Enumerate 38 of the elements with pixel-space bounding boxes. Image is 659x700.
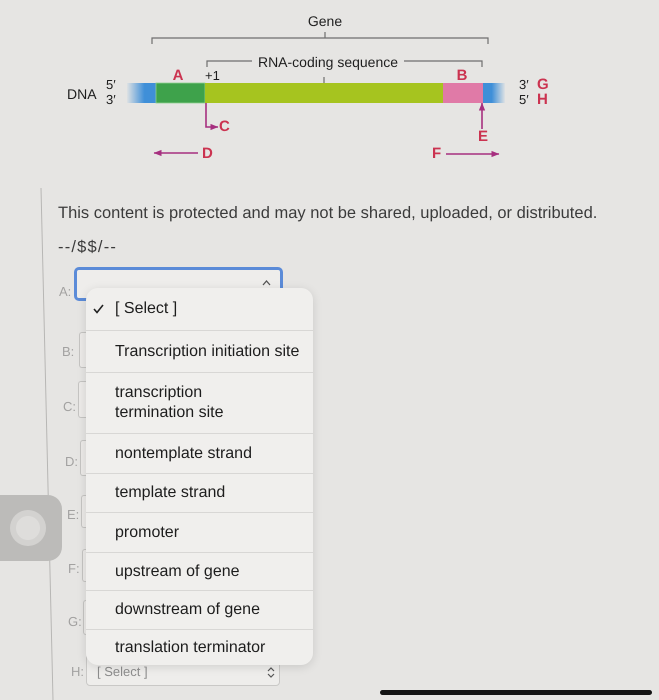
dropdown-option: transcription termination site (86, 372, 313, 433)
dna-segment (443, 83, 483, 103)
bracket-label: RNA-coding sequence (258, 54, 398, 70)
dna-segment (205, 83, 443, 103)
strand-end-label: 5′ (106, 77, 116, 93)
separator-text: --/$$/-- (58, 238, 118, 256)
callout-letter: D (202, 146, 213, 162)
dropdown-option: Transcription initiation site (86, 330, 313, 372)
callout-letter: C (219, 119, 230, 135)
dropdown-option: promoter (86, 512, 313, 552)
field-label: A: (59, 284, 72, 300)
strand-end-label: 5′ (519, 92, 529, 108)
field-label: F: (68, 561, 80, 577)
callout-letter: H (537, 92, 548, 108)
field-label: H: (71, 664, 84, 680)
position-label: +1 (205, 68, 220, 84)
callout-letter: F (432, 146, 442, 162)
callout-letter: B (456, 68, 468, 84)
callout-letter: A (172, 68, 184, 84)
bracket-label: Gene (308, 13, 342, 29)
field-label: D: (65, 454, 78, 470)
notice-text: This content is protected and may not be shared, uploaded, or distributed. (58, 204, 598, 222)
dna-label: DNA (67, 86, 97, 102)
callout-letter: E (478, 129, 488, 145)
strand-end-label: 3′ (106, 92, 116, 108)
arrow (478, 102, 486, 129)
dropdown-option: upstream of gene (86, 552, 313, 590)
field-label: B: (62, 344, 74, 360)
dropdown-option: template strand (86, 473, 313, 512)
strand-end-label: 3′ (519, 77, 529, 93)
field-label: C: (63, 399, 76, 415)
bent-arrow (205, 103, 218, 130)
dropdown-option: nontemplate strand (86, 433, 313, 473)
field-label: E: (67, 507, 80, 523)
callout-letter: G (537, 77, 549, 93)
dropdown-option: [ Select ] (86, 288, 313, 330)
dropdown-option: downstream of gene (86, 590, 313, 629)
field-label: G: (68, 614, 82, 630)
